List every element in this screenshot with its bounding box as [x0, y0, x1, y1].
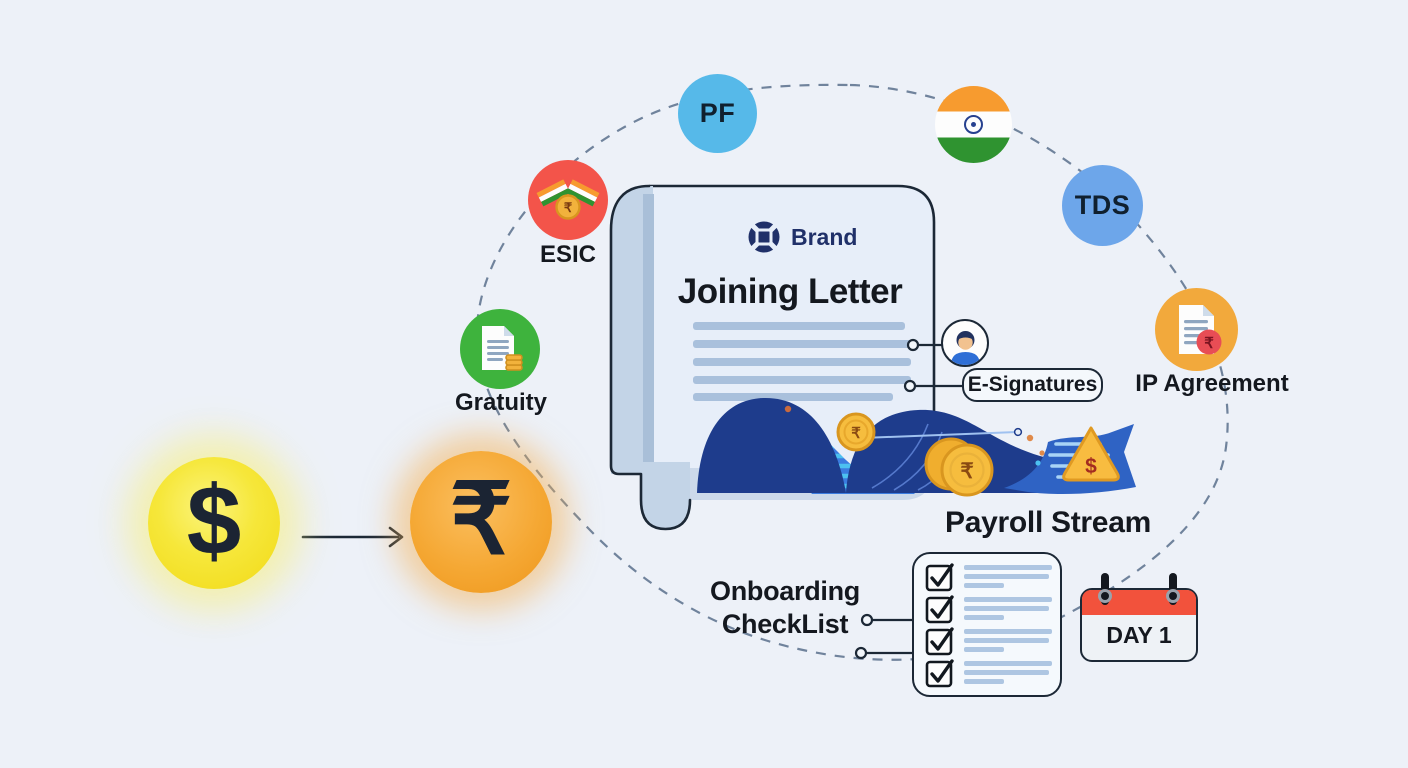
joining-letter-title: Joining Letter: [677, 272, 903, 311]
stream-coin-small-icon: ₹: [836, 412, 876, 452]
gratuity-document-icon: [482, 326, 523, 371]
onboarding-checklist-panel: [912, 552, 1062, 697]
india-flag-icon: [935, 86, 1012, 163]
ip-agreement-document-icon: ₹: [1178, 304, 1221, 354]
tds-label: TDS: [1074, 190, 1131, 220]
checklist-row: [925, 658, 1060, 689]
rupee-coin-icon: ₹: [410, 451, 552, 593]
checklist-row: [925, 562, 1060, 593]
tds-circle: TDS: [1062, 165, 1143, 246]
rupee-symbol: ₹: [449, 464, 513, 574]
calendar-pin-icon: [1166, 573, 1180, 605]
onboarding-label-line2: CheckList: [721, 609, 849, 639]
dollar-coin-icon: $: [148, 457, 280, 589]
esignatures-tag: E-Signatures: [962, 368, 1103, 402]
onboarding-checklist-label: Onboarding CheckList: [688, 575, 882, 641]
ip-agreement-circle: ₹: [1155, 288, 1238, 371]
checklist-item-lines: [964, 626, 1052, 652]
brand-logo-icon: [748, 221, 780, 253]
ashoka-chakra-icon: [964, 115, 983, 134]
checklist-row: [925, 626, 1060, 657]
payroll-stream-label: Payroll Stream: [945, 506, 1151, 539]
esic-medal-icon: ₹: [536, 179, 600, 220]
brand-name: Brand: [791, 223, 858, 250]
gratuity-label: Gratuity: [454, 389, 547, 416]
esic-circle: ₹: [528, 160, 608, 240]
conversion-arrow-icon: [301, 526, 404, 548]
ip-agreement-label: IP Agreement: [1135, 370, 1289, 397]
checklist-row: [925, 594, 1060, 625]
stream-alert-symbol: $: [1085, 455, 1097, 478]
esic-medal-symbol: ₹: [564, 200, 573, 215]
calendar-pin-icon: [1098, 573, 1112, 605]
day-one-label: DAY 1: [1106, 622, 1172, 648]
stream-alert-triangle-icon: $: [1062, 426, 1120, 482]
checked-checkbox-icon: [925, 659, 954, 688]
onboarding-label-line1: Onboarding: [710, 576, 860, 606]
esignatures-label: E-Signatures: [967, 373, 1098, 396]
brand-header: Brand: [746, 219, 857, 255]
ip-badge-symbol: ₹: [1204, 335, 1214, 352]
pf-label: PF: [699, 98, 736, 128]
checked-checkbox-icon: [925, 563, 954, 592]
esic-label: ESIC: [539, 241, 596, 268]
stream-coin-stack-icon: ₹: [924, 437, 994, 497]
pf-circle: PF: [678, 74, 757, 153]
person-avatar-icon: [941, 319, 989, 367]
checklist-connectors: [854, 613, 914, 660]
dollar-symbol: $: [186, 465, 242, 575]
gratuity-circle: [460, 309, 540, 389]
stream-small-coin-symbol: ₹: [851, 425, 861, 442]
checklist-item-lines: [964, 594, 1052, 620]
checked-checkbox-icon: [925, 627, 954, 656]
payroll-stream-ribbon: ₹ ₹ $: [697, 397, 1136, 497]
stream-coin-symbol: ₹: [960, 460, 973, 483]
letter-text-lines: [693, 322, 911, 401]
checklist-item-lines: [964, 658, 1052, 684]
day-one-calendar-icon: DAY 1: [1080, 573, 1198, 662]
checklist-item-lines: [964, 562, 1052, 588]
checked-checkbox-icon: [925, 595, 954, 624]
